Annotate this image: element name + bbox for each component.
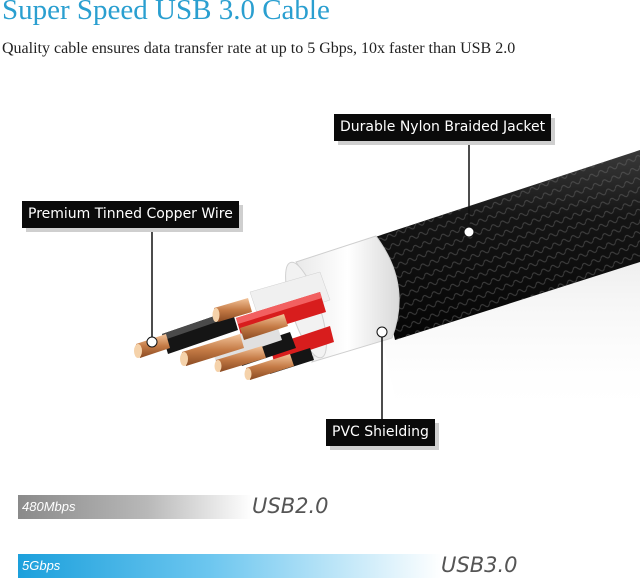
copper-wire-4	[240, 314, 288, 340]
usb2-label: USB2.0	[252, 494, 329, 518]
page-title: Super Speed USB 3.0 Cable	[2, 0, 330, 26]
callout-nylon-jacket: Durable Nylon Braided Jacket	[334, 114, 552, 141]
callout-copper-wire: Premium Tinned Copper Wire	[22, 201, 239, 228]
usb2-rate: 480Mbps	[22, 499, 76, 514]
page-subtitle: Quality cable ensures data transfer rate…	[2, 40, 516, 57]
copper-wire-2	[214, 298, 252, 322]
cable-illustration	[134, 140, 640, 420]
usb2-speed-bar: 480Mbps	[18, 495, 252, 519]
callout-pvc-shielding: PVC Shielding	[326, 419, 435, 446]
usb3-rate: 5Gbps	[22, 558, 61, 573]
copper-wire-3	[182, 334, 244, 366]
usb3-label: USB3.0	[441, 553, 518, 577]
copper-wire-6	[246, 354, 294, 380]
usb3-speed-bar: 5Gbps	[18, 554, 442, 578]
copper-wire-5	[216, 346, 266, 372]
